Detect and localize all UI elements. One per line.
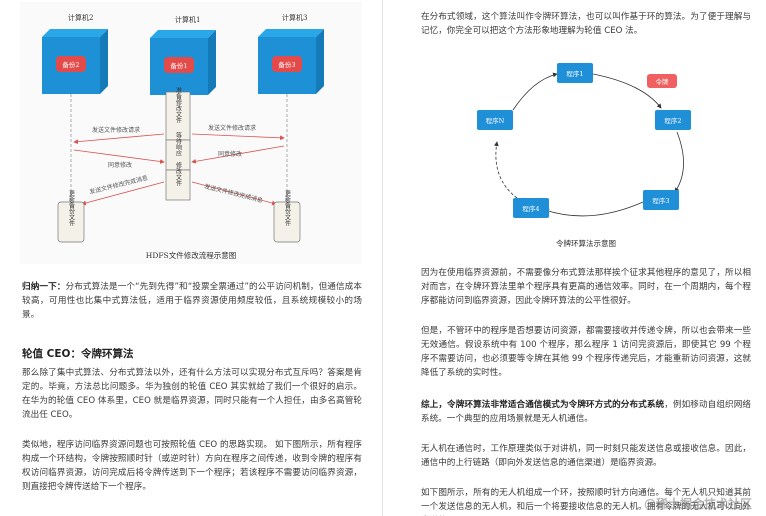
bold-conclusion: 综上，令牌环算法非常适合通信模式为令牌环方式的分布式系统 [421, 400, 665, 410]
update-box-label: 更新备份文件 [284, 190, 291, 227]
section-heading: 轮值 CEO：令牌环算法 [22, 348, 134, 360]
summary-text: 分布式算法是一个“先到先得”和“投票全票通过”的公平访问机制，但通信成本较高，可… [22, 282, 362, 320]
computer-label: 计算机3 [282, 13, 307, 22]
token-badge: 令牌 [647, 74, 677, 88]
stack-label: 修改文件 [175, 161, 182, 187]
ring-node: 程序1 [557, 63, 593, 83]
left-page: 计算机2 计算机1 计算机3 备份2 备份1 [20, 2, 362, 492]
paragraph-tail: ，例如移动自组织网络系统。一个典型的应用场景就是无人机通信。 [421, 400, 751, 424]
ring-node: 程序N [477, 110, 513, 130]
computer-cube: 备份3 [258, 29, 324, 94]
summary-lead: 归纳一下： [22, 282, 66, 292]
node-label: 程序N [486, 116, 505, 125]
stack-label: 准备修改文件 [175, 86, 182, 124]
arrow-label: 发送文件修改请求 [92, 126, 140, 134]
arrow-label: 发送文件修改请求 [208, 124, 256, 132]
hdfs-diagram: 计算机2 计算机1 计算机3 备份2 备份1 [42, 13, 324, 260]
hdfs-figure: 计算机2 计算机1 计算机3 备份2 备份1 [20, 2, 362, 264]
token-label: 令牌 [656, 77, 670, 86]
backup-badge [56, 56, 86, 72]
computer-cube: 备份1 [150, 30, 216, 95]
arrow-label: 发送文件修改完成消息 [89, 174, 149, 196]
node-label: 程序3 [652, 196, 669, 205]
paragraph: 综上，令牌环算法非常适合通信模式为令牌环方式的分布式系统，例如移动自组织网络系统… [421, 398, 751, 426]
watermark: @稀土掘金技术社区 [643, 497, 752, 511]
node-label: 程序1 [566, 69, 583, 78]
arrow-label: 同意修改 [108, 161, 132, 169]
update-box [57, 201, 85, 243]
arrow-label: 同意修改 [218, 150, 242, 158]
node-label: 程序4 [522, 204, 539, 213]
backup-badge [164, 57, 194, 73]
token-ring-diagram: 程序1 程序2 程序3 程序4 程序N 令牌 令牌环算法示意图 [477, 63, 691, 248]
paragraph: 但是，不管环中的程序是否想要访问资源，都需要接收并传递令牌，所以也会带来一些无效… [421, 326, 751, 378]
paragraph: 如下图所示，所有的无人机组成一个环，按照顺时针方向通信。每个无人机只知道其前一个… [421, 488, 751, 512]
figure-caption: 令牌环算法示意图 [556, 238, 616, 248]
arrow-label: 发送文件修改完成消息 [204, 182, 264, 204]
update-box [273, 201, 301, 243]
computer-label: 计算机2 [68, 13, 93, 22]
update-box-label: 更新备份文件 [68, 190, 75, 227]
computer-label: 计算机1 [175, 15, 200, 24]
page-divider [382, 0, 383, 516]
ring-node: 程序2 [655, 110, 691, 130]
figure-caption: HDFS文件修改流程示意图 [146, 250, 236, 260]
center-process-stack: 准备修改文件 等待响应 修改文件 [165, 86, 191, 201]
stack-label: 等待响应 [175, 131, 182, 157]
paragraph: 类似地，程序访问临界资源问题也可按照轮值 CEO 的思路实现。 如下图所示，所有… [22, 440, 362, 492]
paragraph: 在分布式领域，这个算法叫作令牌环算法，也可以叫作基于环的算法。为了便于理解与记忆… [421, 12, 751, 36]
summary-paragraph: 归纳一下：分布式算法是一个“先到先得”和“投票全票通过”的公平访问机制，但通信成… [22, 280, 362, 322]
paragraph: 因为在使用临界资源前，不需要像分布式算法那样挨个征求其他程序的意见了，所以相对而… [421, 268, 751, 306]
backup-label: 备份3 [278, 60, 295, 69]
node-label: 程序2 [664, 116, 681, 125]
computer-cube: 备份2 [42, 29, 108, 94]
right-page: 在分布式领域，这个算法叫作令牌环算法，也可以叫作基于环的算法。为了便于理解与记忆… [383, 0, 766, 516]
paragraph: 那么除了集中式算法、分布式算法以外，还有什么方法可以实现分布式互斥吗？答案是肯定… [22, 368, 362, 420]
backup-badge [272, 56, 302, 72]
backup-label: 备份1 [170, 61, 187, 70]
paragraph: 无人机在通信时，工作原理类似于对讲机，同一时刻只能发送信息或接收信息。因此，通信… [421, 444, 751, 468]
backup-label: 备份2 [62, 60, 79, 69]
ring-node: 程序3 [643, 190, 679, 210]
ring-node: 程序4 [513, 198, 549, 218]
